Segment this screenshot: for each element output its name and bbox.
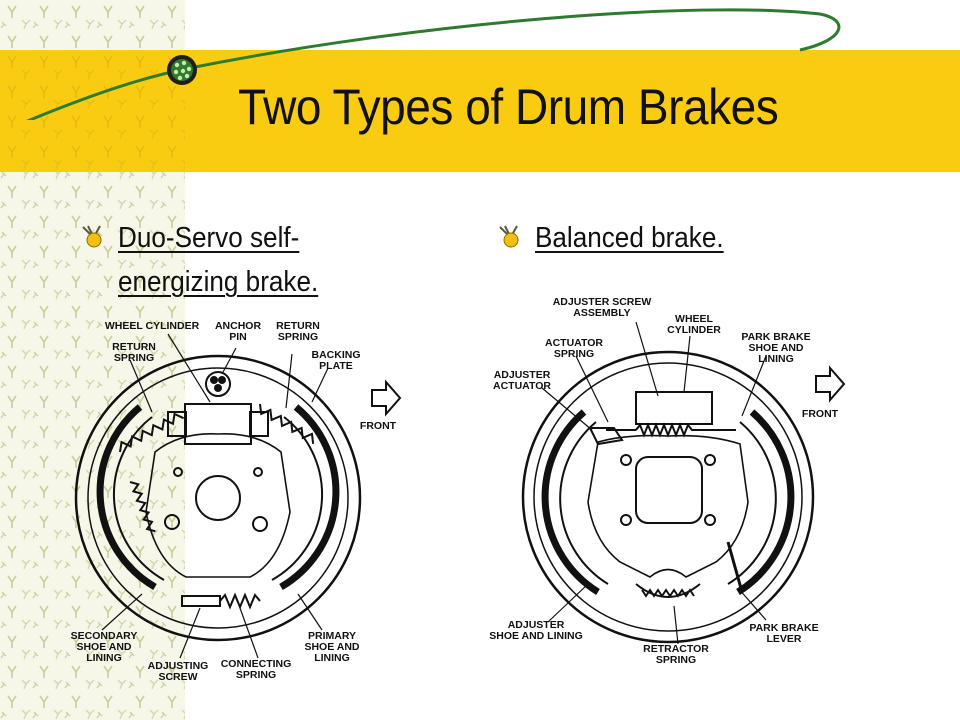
inner-plate bbox=[145, 433, 291, 578]
label-park-brake-shoe: LINING bbox=[758, 353, 794, 365]
label-adjuster-actuator: ACTUATOR bbox=[493, 380, 551, 392]
title-arc-decoration bbox=[26, 8, 841, 120]
label-front: FRONT bbox=[360, 420, 397, 432]
retractor-spring bbox=[635, 583, 701, 598]
bullet-line: Balanced brake. bbox=[535, 222, 724, 254]
label-return-spring-left: SPRING bbox=[114, 352, 154, 364]
page-title: Two Types of Drum Brakes bbox=[238, 79, 779, 135]
hub-hole bbox=[195, 475, 241, 521]
label-actuator-spring: ACTUATOR bbox=[545, 337, 603, 349]
bullet-duo-servo: Duo-Servo self- energizing brake. bbox=[118, 216, 318, 304]
return-spring-left bbox=[119, 412, 184, 453]
label-front: FRONT bbox=[802, 408, 839, 420]
label-primary-shoe: LINING bbox=[314, 652, 350, 664]
anchor-pin bbox=[205, 371, 231, 397]
label-park-brake-lever: LEVER bbox=[766, 633, 801, 645]
label-backing-plate: BACKING bbox=[312, 349, 361, 361]
wheel-cylinder bbox=[184, 403, 252, 445]
label-retractor-spring: SPRING bbox=[656, 654, 696, 666]
front-arrow-icon bbox=[815, 365, 846, 403]
label-adjusting-screw: SCREW bbox=[158, 671, 197, 683]
label-adjuster-shoe: ADJUSTER bbox=[508, 619, 565, 631]
label-adjuster-shoe: SHOE AND LINING bbox=[489, 630, 583, 642]
primary-shoe bbox=[279, 404, 340, 591]
bullet-balanced: Balanced brake. bbox=[535, 216, 724, 260]
front-arrow-icon bbox=[371, 379, 402, 417]
backing-plate-outline bbox=[521, 350, 815, 644]
bullet-line: Duo-Servo self- bbox=[118, 222, 300, 254]
hub-flange bbox=[635, 456, 703, 524]
bullet-icon bbox=[499, 225, 519, 248]
label-connecting-spring: SPRING bbox=[236, 669, 276, 681]
label-secondary-shoe: SHOE AND bbox=[76, 641, 131, 653]
label-adjuster-actuator: ADJUSTER bbox=[494, 369, 551, 381]
label-adjuster-screw-assembly: ASSEMBLY bbox=[573, 307, 630, 319]
park-brake-lever bbox=[726, 541, 744, 593]
label-anchor-pin: ANCHOR bbox=[215, 320, 261, 332]
label-adjuster-screw-assembly: ADJUSTER SCREW bbox=[553, 296, 652, 308]
bullet-line: energizing brake. bbox=[118, 266, 319, 298]
label-park-brake-shoe: SHOE AND bbox=[748, 342, 803, 354]
adjuster-actuator bbox=[588, 427, 624, 446]
label-anchor-pin: PIN bbox=[229, 331, 247, 343]
label-backing-plate: PLATE bbox=[319, 360, 353, 372]
label-wheel-cylinder: CYLINDER bbox=[667, 324, 721, 336]
adjusting-screw bbox=[181, 595, 221, 607]
label-secondary-shoe: SECONDARY bbox=[71, 630, 138, 642]
secondary-shoe bbox=[96, 404, 157, 591]
orb-icon bbox=[167, 55, 197, 85]
inner-plate bbox=[587, 434, 749, 578]
backing-plate-outline bbox=[74, 354, 362, 642]
label-connecting-spring: CONNECTING bbox=[221, 658, 292, 670]
label-return-spring-left: RETURN bbox=[112, 341, 156, 353]
adjuster-screw-assembly bbox=[606, 422, 736, 438]
adjuster-shoe bbox=[541, 409, 600, 595]
label-park-brake-lever: PARK BRAKE bbox=[749, 622, 818, 634]
label-primary-shoe: PRIMARY bbox=[308, 630, 356, 642]
label-park-brake-shoe: PARK BRAKE bbox=[741, 331, 810, 343]
label-wheel-cylinder: WHEEL CYLINDER bbox=[105, 320, 200, 332]
label-wheel-cylinder: WHEEL bbox=[675, 313, 714, 325]
return-spring-right bbox=[259, 403, 315, 445]
wheel-cylinder bbox=[635, 391, 713, 425]
svg-text:WHEEL CYLINDER: WHEEL CYLINDER bbox=[105, 320, 200, 332]
label-adjusting-screw: ADJUSTING bbox=[148, 660, 209, 672]
label-primary-shoe: SHOE AND bbox=[304, 641, 359, 653]
park-brake-shoe bbox=[736, 409, 795, 595]
label-return-spring-right: SPRING bbox=[278, 331, 318, 343]
label-secondary-shoe: LINING bbox=[86, 652, 122, 664]
label-return-spring-right: RETURN bbox=[276, 320, 320, 332]
connecting-spring bbox=[219, 592, 261, 610]
label-retractor-spring: RETRACTOR bbox=[643, 643, 709, 655]
title-band-pattern bbox=[0, 50, 185, 172]
bullet-icon bbox=[82, 225, 102, 248]
label-actuator-spring: SPRING bbox=[554, 348, 594, 360]
